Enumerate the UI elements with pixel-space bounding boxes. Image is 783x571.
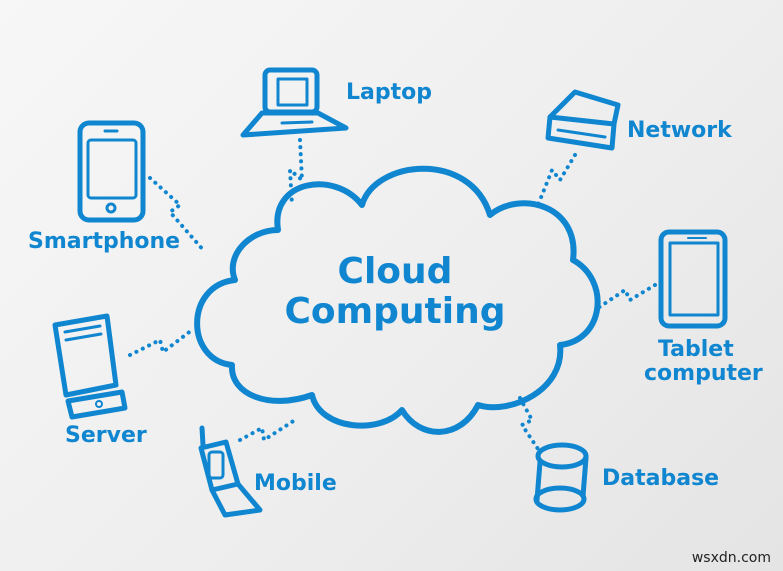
link-server — [128, 328, 194, 357]
center-title-line1: Cloud — [337, 251, 453, 292]
link-network — [536, 153, 577, 207]
tablet-icon — [658, 229, 728, 329]
link-tablet — [596, 283, 657, 310]
cloud-shape — [194, 165, 601, 435]
laptop-icon — [240, 67, 349, 138]
label-laptop: Laptop — [346, 80, 432, 105]
label-tablet-line2: computer — [644, 361, 763, 386]
link-mobile — [238, 416, 300, 444]
database-icon — [533, 442, 589, 513]
label-network: Network — [627, 118, 732, 143]
label-database: Database — [602, 466, 720, 491]
label-smartphone: Smartphone — [28, 229, 181, 254]
link-smartphone — [148, 176, 207, 254]
watermark: wsxdn.com — [691, 550, 771, 566]
link-database — [518, 396, 542, 454]
label-mobile: Mobile — [254, 471, 337, 496]
label-server: Server — [65, 423, 147, 448]
flip-phone-icon — [198, 425, 263, 518]
center-title-line2: Computing — [284, 291, 506, 333]
smartphone-icon — [77, 120, 146, 223]
server-icon — [52, 313, 128, 420]
network-drive-icon — [545, 89, 621, 151]
link-laptop — [287, 138, 305, 207]
center-title: Cloud Computing — [250, 251, 540, 333]
label-tablet-line1: Tablet — [658, 337, 734, 362]
